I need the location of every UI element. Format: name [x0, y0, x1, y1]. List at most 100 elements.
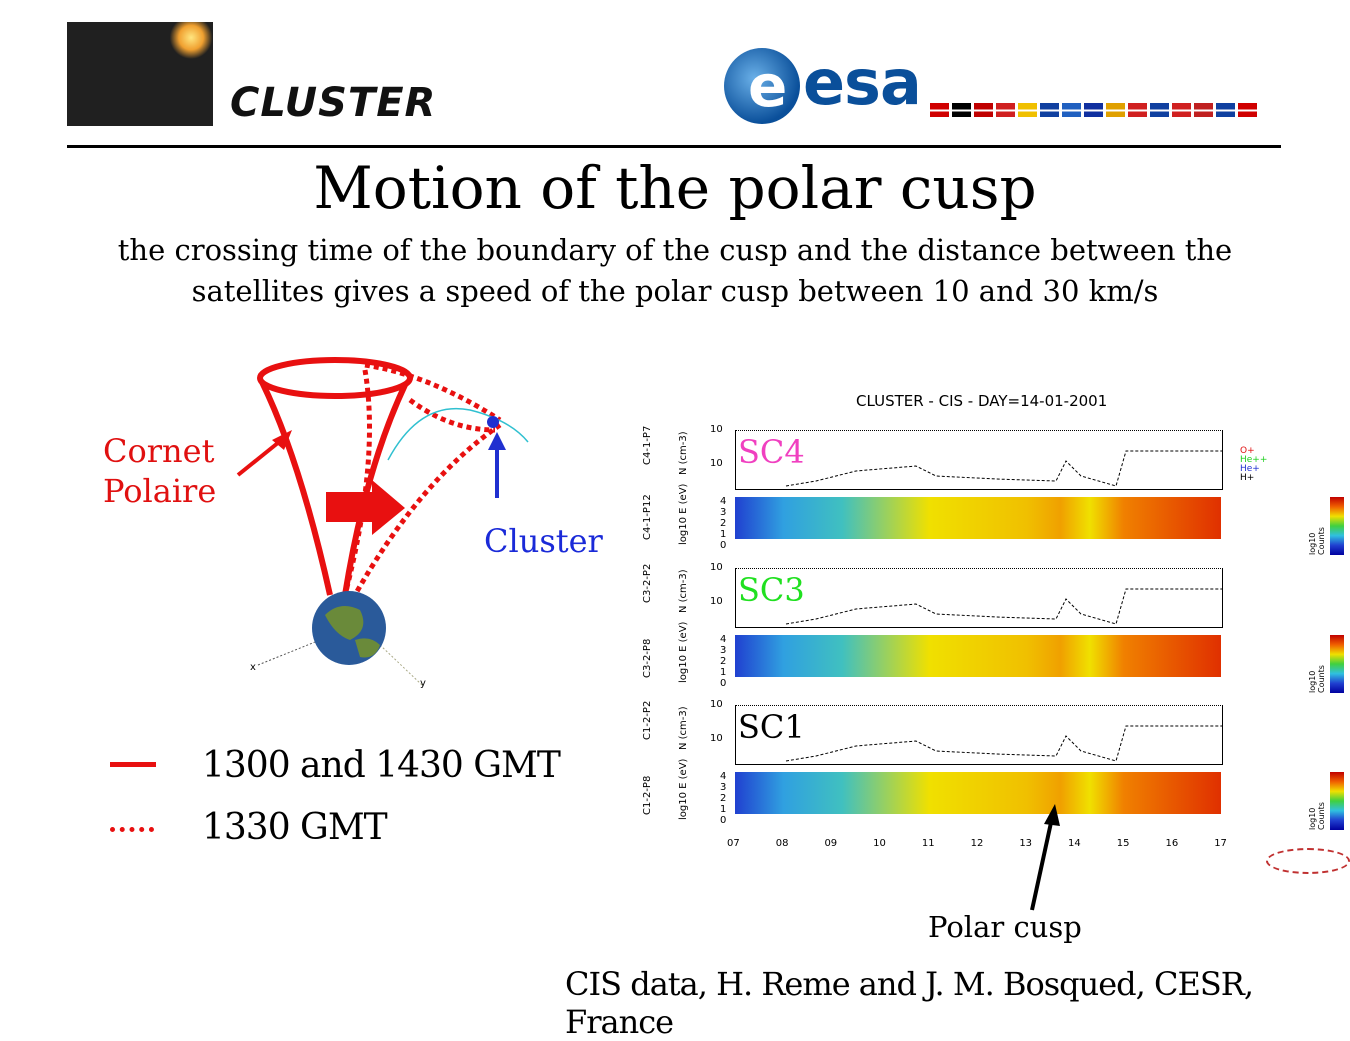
flag-icon: [1150, 103, 1169, 117]
density-tick: 10: [710, 733, 723, 744]
energy-tick: 0: [720, 678, 727, 689]
energy-tick: 0: [720, 815, 727, 826]
cusp-funnel-solid: [259, 380, 408, 596]
x-tick-label: 13: [1019, 838, 1033, 849]
spacecraft-label: SC4: [738, 433, 805, 471]
flag-icon: [1172, 103, 1191, 117]
energy-axis-label: log10 E (eV): [678, 483, 689, 545]
spacecraft-label: SC1: [738, 708, 805, 746]
polar-cusp-arrow: [1030, 804, 1060, 911]
flag-icon: [1084, 103, 1103, 117]
legend-label-dotted: 1330 GMT: [202, 807, 388, 848]
flag-icon: [930, 103, 949, 117]
density-panel-sc4: [735, 430, 1223, 490]
energy-spectrogram-sc3: [735, 635, 1221, 677]
species-legend-item: He++: [1240, 455, 1268, 465]
legend-label-solid: 1300 and 1430 GMT: [202, 745, 561, 786]
cluster-logo-text: CLUSTER: [230, 80, 437, 126]
energy-tick: 1: [720, 804, 727, 815]
energy-tick: 4: [720, 496, 727, 507]
density-tick: 10: [710, 562, 723, 573]
esa-logo-e: e: [748, 52, 788, 120]
flag-icon: [1128, 103, 1147, 117]
panel-code: C4-1-P7: [642, 425, 653, 465]
spectrogram-code: C1-2-P8: [642, 775, 653, 815]
chart-title: CLUSTER - CIS - DAY=14-01-2001: [856, 392, 1108, 410]
density-axis-label: N (cm-3): [678, 706, 689, 750]
axis-x-label: x: [250, 662, 256, 673]
header-divider: [67, 145, 1281, 148]
x-tick-label: 15: [1116, 838, 1130, 849]
energy-tick: 2: [720, 793, 727, 804]
subtitle-line: satellites gives a speed of the polar cu…: [191, 274, 1159, 308]
flag-icon: [1040, 103, 1059, 117]
x-tick-label: 14: [1068, 838, 1081, 849]
colorbar: [1330, 635, 1344, 693]
esa-logo-text: esa: [803, 46, 922, 119]
density-tick: 10: [710, 699, 723, 710]
energy-axis-label: log10 E (eV): [678, 758, 689, 820]
flag-icon: [1216, 103, 1235, 117]
flag-icon: [1194, 103, 1213, 117]
cluster-label: Cluster: [484, 522, 603, 560]
colorbar: [1330, 497, 1344, 555]
flag-icon: [1238, 103, 1257, 117]
flag-icon: [1062, 103, 1081, 117]
energy-tick: 2: [720, 656, 727, 667]
motion-arrow-icon: [326, 480, 405, 535]
colorbar-label: log10 Counts: [1308, 802, 1326, 830]
polar-cusp-annotation: Polar cusp: [928, 910, 1082, 944]
panel-code: C1-2-P2: [642, 700, 653, 740]
cluster-position-icon: [487, 416, 499, 428]
species-legend-item: He+: [1240, 464, 1260, 474]
cusp-label-line2: Polaire: [103, 472, 217, 510]
energy-spectrogram-sc4: [735, 497, 1221, 539]
flag-icon: [952, 103, 971, 117]
density-tick: 10: [710, 424, 723, 435]
x-tick-label: 17: [1214, 838, 1227, 849]
cusp-label-line1: Cornet: [103, 432, 215, 470]
flag-icon: [1106, 103, 1125, 117]
density-axis-label: N (cm-3): [678, 431, 689, 475]
cusp-funnel-dotted: [342, 362, 502, 597]
energy-axis-label: log10 E (eV): [678, 621, 689, 683]
x-tick-label: 07: [727, 838, 740, 849]
cusp-top-solid: [257, 357, 413, 399]
spectrogram-code: C3-2-P8: [642, 638, 653, 678]
energy-tick: 3: [720, 782, 727, 793]
x-tick-label: 16: [1165, 838, 1179, 849]
slide-subtitle: the crossing time of the boundary of the…: [100, 230, 1250, 312]
slide-title: Motion of the polar cusp: [313, 154, 1037, 222]
energy-tick: 1: [720, 667, 727, 678]
subtitle-line: the crossing time of the boundary of the…: [117, 233, 1233, 267]
legend-dotted-line: [110, 827, 154, 832]
x-tick-label: 12: [970, 838, 984, 849]
cesr-logo: [1266, 848, 1350, 874]
colorbar-label: log10 Counts: [1308, 527, 1326, 555]
spectrogram-code: C4-1-P12: [642, 494, 653, 540]
energy-tick: 3: [720, 507, 727, 518]
cusp-diagram: x y: [236, 357, 529, 689]
species-legend-item: O+: [1240, 446, 1255, 456]
energy-tick: 2: [720, 518, 727, 529]
energy-tick: 4: [720, 634, 727, 645]
density-panel-sc1: [735, 705, 1223, 765]
esa-logo-icon: [724, 48, 800, 124]
density-tick: 10: [710, 458, 723, 469]
energy-tick: 0: [720, 540, 727, 551]
density-tick: 10: [710, 596, 723, 607]
member-flags: [930, 103, 1257, 117]
x-tick-label: 11: [921, 838, 935, 849]
cluster-mission-logo: [67, 22, 213, 126]
energy-spectrogram-sc1: [735, 772, 1221, 814]
flag-icon: [974, 103, 993, 117]
density-panel-sc3: [735, 568, 1223, 628]
footer-credit: CIS data, H. Reme and J. M. Bosqued, CES…: [565, 965, 1254, 1041]
flag-icon: [1018, 103, 1037, 117]
energy-tick: 1: [720, 529, 727, 540]
energy-tick: 4: [720, 771, 727, 782]
